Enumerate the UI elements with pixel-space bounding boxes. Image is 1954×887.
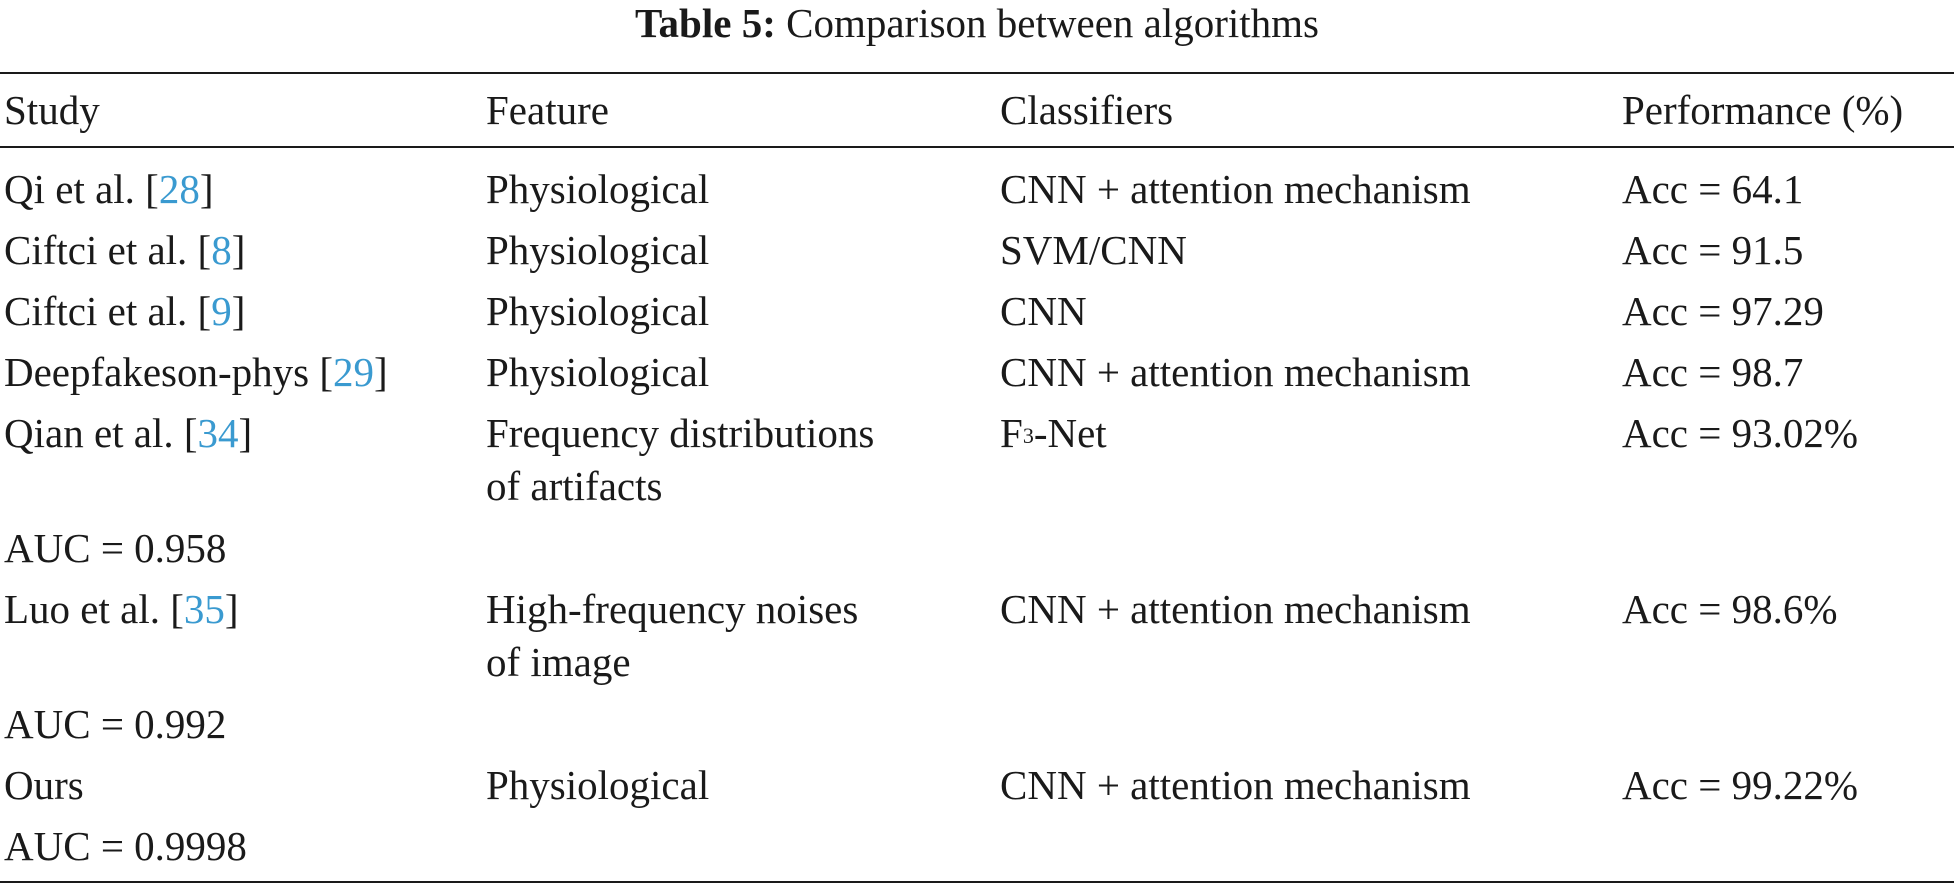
table-row-performance: Acc = 98.7 [1622,349,1804,395]
table-top-rule [0,72,1954,74]
table-row-classifier: CNN + attention mechanism [1000,349,1471,395]
table-row-performance: Acc = 98.6% [1622,586,1838,632]
header-study: Study [4,87,100,133]
table-row-performance: Acc = 93.02% [1622,410,1859,456]
table-row-feature: Physiological [486,227,710,273]
table-row-study: Luo et al. [35] [4,586,239,632]
table-row-study: Ours [4,762,84,808]
citation-link[interactable]: 35 [183,586,225,632]
table-row-classifier: F3-Net [1000,410,1107,456]
table-row-classifier: CNN [1000,288,1087,334]
table-row-feature-cont: of image [486,639,631,685]
table-row-study: Qi et al. [28] [4,166,214,212]
table-row-feature: Physiological [486,349,710,395]
table-row-auc: AUC = 0.992 [4,701,227,747]
table-row-feature-cont: of artifacts [486,463,663,509]
header-feature: Feature [486,87,609,133]
table-row-auc: AUC = 0.958 [4,525,227,571]
table-caption-label: Table 5: [634,0,776,46]
table-row-auc: AUC = 0.9998 [4,823,247,869]
table-caption-text: Comparison between algorithms [786,0,1320,46]
citation-link[interactable]: 28 [158,166,200,212]
table-header-rule [0,146,1954,148]
table-row-classifier: SVM/CNN [1000,227,1187,273]
table-row-study: Ciftci et al. [9] [4,288,246,334]
table-row-feature: Physiological [486,762,710,808]
table-row-performance: Acc = 64.1 [1622,166,1804,212]
table-row-classifier: CNN + attention mechanism [1000,166,1471,212]
table-row-performance: Acc = 99.22% [1622,762,1859,808]
citation-link[interactable]: 29 [333,349,375,395]
header-performance: Performance (%) [1622,87,1904,133]
header-classifiers: Classifiers [1000,87,1174,133]
superscript: 3 [1022,423,1034,448]
citation-link[interactable]: 34 [197,410,239,456]
citation-link[interactable]: 9 [211,288,232,334]
table-row-classifier: CNN + attention mechanism [1000,762,1471,808]
table-row-feature: Physiological [486,288,710,334]
table-row-study: Deepfakeson-phys [29] [4,349,388,395]
table-row-performance: Acc = 91.5 [1622,227,1804,273]
table-caption: Table 5: Comparison between algorithms [0,0,1954,56]
table-row-performance: Acc = 97.29 [1622,288,1824,334]
table-row-feature: Physiological [486,166,710,212]
citation-link[interactable]: 8 [211,227,232,273]
table-row-classifier: CNN + attention mechanism [1000,586,1471,632]
table-row-feature: Frequency distributions [486,410,875,456]
table-row-study: Ciftci et al. [8] [4,227,246,273]
table-row-study: Qian et al. [34] [4,410,253,456]
table-row-feature: High-frequency noises [486,586,859,632]
table-bottom-rule [0,881,1954,883]
